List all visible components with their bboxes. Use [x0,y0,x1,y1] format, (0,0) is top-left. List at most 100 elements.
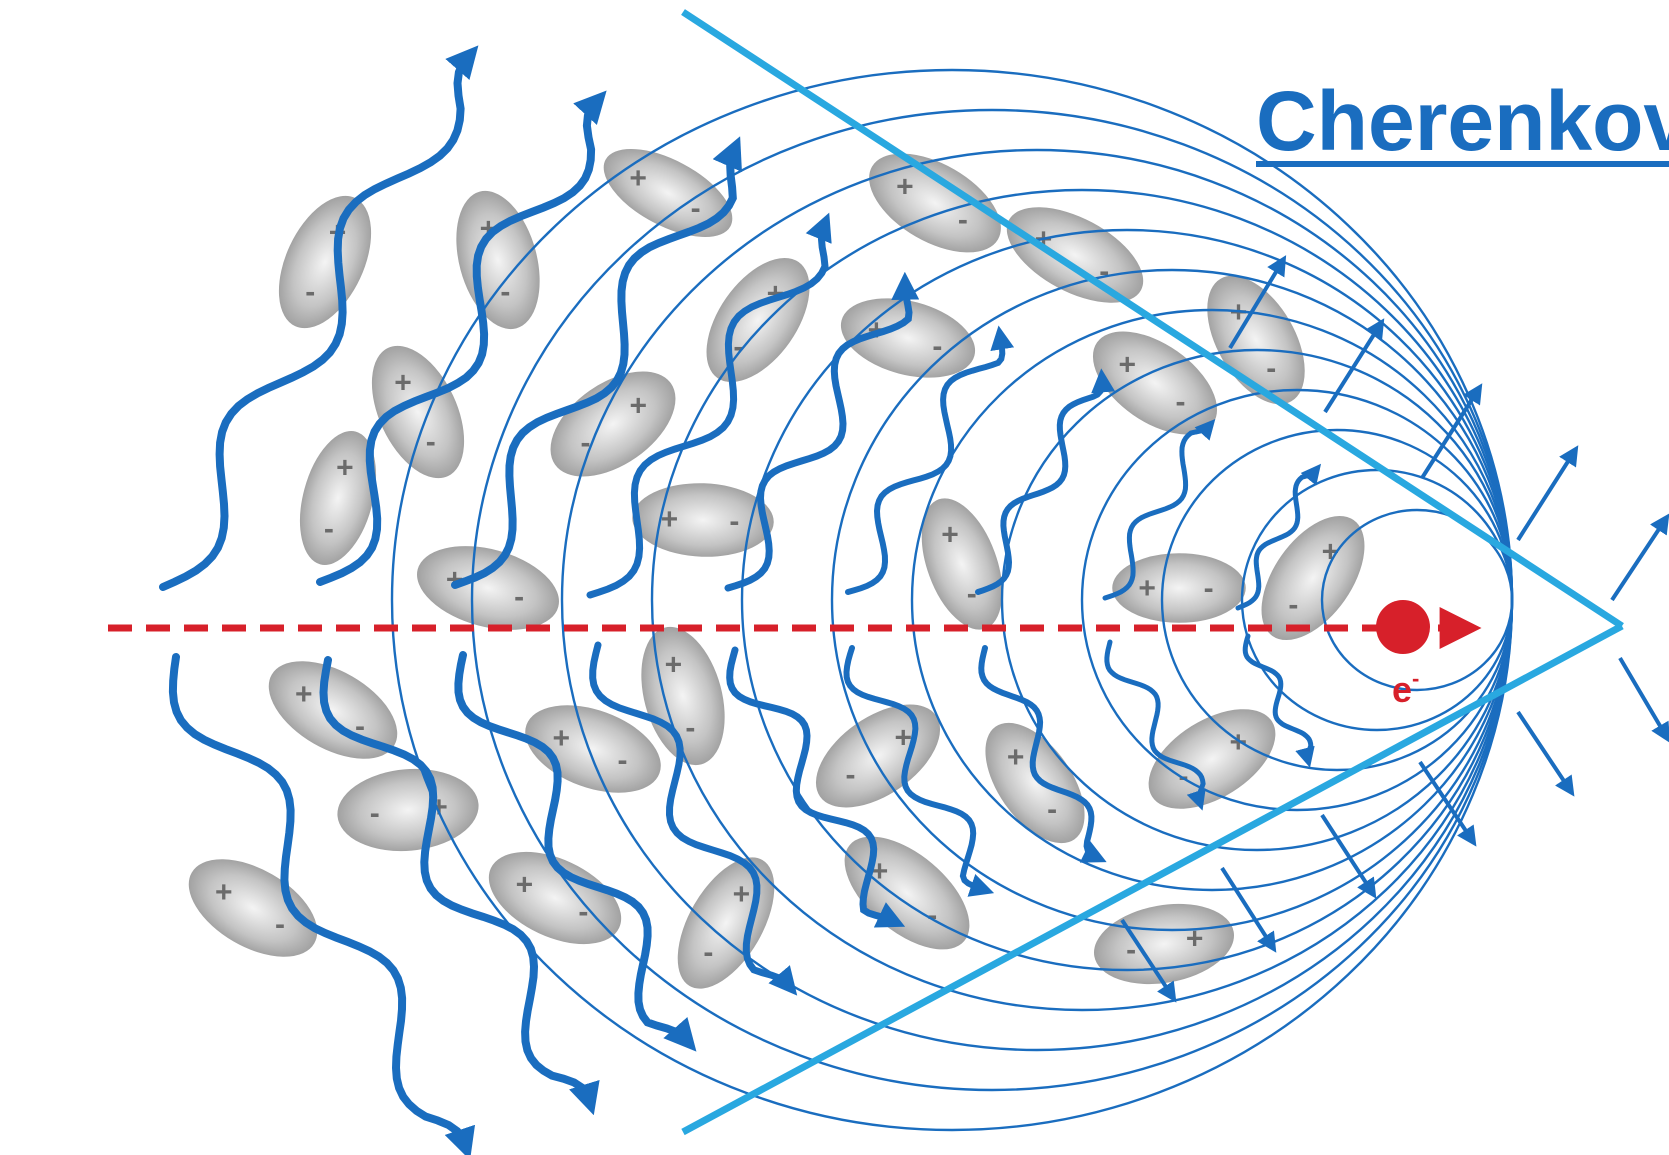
dipole-molecule: +- [1259,513,1367,643]
plus-sign: + [553,722,571,755]
molecule-body [675,854,777,992]
plus-sign: + [941,518,959,551]
normal-arrow [1323,318,1385,414]
molecule-body [369,343,467,481]
normal-arrow [1418,760,1477,847]
dipole-molecule: +- [369,343,467,481]
molecule-body [982,720,1088,846]
upper-wave-arrow [316,90,607,586]
upper-wave-arrow [1235,463,1322,611]
dipole-molecule: +- [186,856,320,960]
dipole-molecule: +- [276,193,374,331]
minus-sign: - [1288,589,1298,622]
molecule-body [266,658,400,762]
cone-normal-arrows [1120,255,1669,1003]
minus-sign: - [932,330,942,363]
molecule-body [276,193,374,331]
dipole-molecule: +- [414,543,562,633]
minus-sign: - [1266,352,1276,385]
upper-wave-arrow [451,136,742,589]
minus-sign: - [691,192,701,225]
title-block: Cherenkov radiation [1256,74,1669,168]
minus-sign: - [275,908,285,941]
plus-sign: + [295,678,313,711]
dipole-molecule: +- [1109,550,1249,626]
dipole-molecule: +- [704,255,812,385]
normal-arrow [1320,813,1377,899]
minus-sign: - [729,505,739,538]
plus-sign: + [215,876,233,909]
plus-sign: + [336,452,354,485]
spherical-wavefronts [390,68,1514,1132]
cherenkov-cone [681,9,1624,1136]
normal-arrow [1516,710,1575,797]
plus-sign: + [665,649,683,682]
minus-sign: - [1204,572,1214,605]
molecule-body [838,295,978,381]
minus-sign: - [580,427,590,460]
dipole-molecule: +- [1146,706,1278,812]
lower-wave-arrow [168,653,476,1155]
normal-arrow [1120,918,1177,1003]
dipole-molecule: +- [982,720,1088,846]
dipole-molecule: +- [486,849,624,947]
cone-lower-line [681,622,1624,1136]
molecule-body [704,255,812,385]
dipole-molecule: +- [629,480,777,560]
minus-sign: - [426,425,436,458]
cone-upper-line [681,9,1624,629]
dipole-molecule: +- [675,854,777,992]
dipole-molecule: +- [334,766,482,854]
minus-sign: - [324,512,334,545]
dipole-molecule: +- [813,702,943,810]
plus-sign: + [446,563,464,596]
diagram-title: Cherenkov radiation [1256,74,1669,168]
minus-sign: - [355,710,365,743]
minus-sign: - [703,936,713,969]
dipole-molecule: +- [548,368,678,480]
particle-track: e- [108,600,1482,710]
plus-sign: + [394,367,412,400]
minus-sign: - [370,797,380,830]
plus-sign: + [661,503,679,536]
dipole-molecule: +- [638,624,728,768]
plus-sign: + [629,162,647,195]
dipole-molecule: +- [601,146,735,240]
molecule-body [486,849,624,947]
minus-sign: - [927,899,937,932]
molecule-body [629,480,777,560]
molecule-body [186,856,320,960]
minus-sign: - [578,896,588,929]
minus-sign: - [1099,255,1109,288]
normal-arrow [1420,383,1483,480]
plus-sign: + [1138,572,1156,605]
minus-sign: - [733,331,743,364]
lower-wave-arrow [319,656,600,1116]
molecule-body [414,543,562,633]
minus-sign: - [1126,934,1136,967]
dipole-molecule: +- [919,495,1005,633]
plus-sign: + [1118,348,1136,381]
lower-wave-arrow [978,645,1107,863]
lower-wave-arrow [454,651,697,1052]
upper-wave-arrow [845,325,1015,595]
plus-sign: + [516,868,534,901]
lower-wave-arrows [168,633,1315,1155]
upper-wave-arrow [586,212,832,599]
molecule-body [638,624,728,768]
upper-wave-arrow [975,368,1116,595]
minus-sign: - [1179,760,1189,793]
molecule-body [1259,513,1367,643]
minus-sign: - [305,275,315,308]
normal-arrow [1220,866,1277,953]
electron-label: e- [1392,666,1419,710]
molecule-body [601,146,735,240]
lower-wave-arrow [726,646,906,928]
plus-sign: + [1230,296,1248,329]
minus-sign: - [967,578,977,611]
normal-arrow [1618,656,1669,743]
molecule-body [548,368,678,480]
plus-sign: + [1229,726,1247,759]
plus-sign: + [733,878,751,911]
lower-wave-arrow [1104,639,1206,811]
